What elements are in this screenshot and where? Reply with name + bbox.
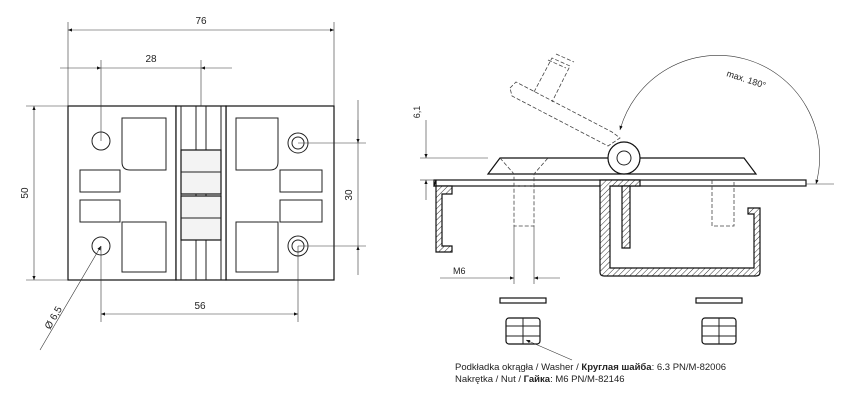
bolt-right xyxy=(711,180,735,227)
dim-diameter-label: Ø 6,5 xyxy=(43,304,65,331)
left-channel xyxy=(433,179,453,253)
hinge-knuckle-section xyxy=(607,141,641,175)
washer-left xyxy=(499,297,547,304)
front-view xyxy=(67,105,335,281)
hinge-rotated-leaf xyxy=(509,81,621,147)
dim-76-label: 76 xyxy=(195,16,207,27)
rotation-label: max. 180° xyxy=(725,68,767,90)
washer-nut-right xyxy=(695,297,743,345)
washer-note-prefix: Podkładka okrągła / Washer / xyxy=(455,362,582,373)
knuckle xyxy=(175,105,227,281)
washer-nut-left xyxy=(499,297,547,345)
washer-note: Podkładka okrągła / Washer / Круглая шай… xyxy=(455,362,726,373)
rotation-arc xyxy=(619,55,820,185)
washer-right xyxy=(695,297,743,304)
nut-note-spec: : M6 PN/M-82146 xyxy=(550,374,625,385)
nut-note-prefix: Nakrętka / Nut / xyxy=(455,374,524,385)
washer-note-bold: Круглая шайба xyxy=(581,362,652,373)
washer-note-spec: : 6.3 PN/M-82006 xyxy=(651,362,727,373)
nut-note-bold: Гайка xyxy=(523,374,551,385)
right-leaf xyxy=(225,105,335,281)
dim-hole-spacing-horizontal: 56 xyxy=(100,246,299,322)
dim-28-label: 28 xyxy=(145,54,157,65)
dim-hole-spacing-vertical: 30 xyxy=(298,100,366,275)
dim-6-1-label: 6,1 xyxy=(412,106,422,119)
dim-m6-label: M6 xyxy=(453,266,466,276)
dim-knuckle-offset: 28 xyxy=(60,54,232,141)
dim-height: 50 xyxy=(20,105,68,281)
nut-note: Nakrętka / Nut / Гайка: M6 PN/M-82146 xyxy=(455,374,625,385)
middle-channel xyxy=(599,179,761,277)
dim-56-label: 56 xyxy=(194,301,206,312)
dim-50-label: 50 xyxy=(20,187,31,199)
dim-overall-width: 76 xyxy=(67,16,335,106)
section-view: max. 180° 6,1 M6 xyxy=(412,53,834,284)
dim-30-label: 30 xyxy=(344,189,355,201)
